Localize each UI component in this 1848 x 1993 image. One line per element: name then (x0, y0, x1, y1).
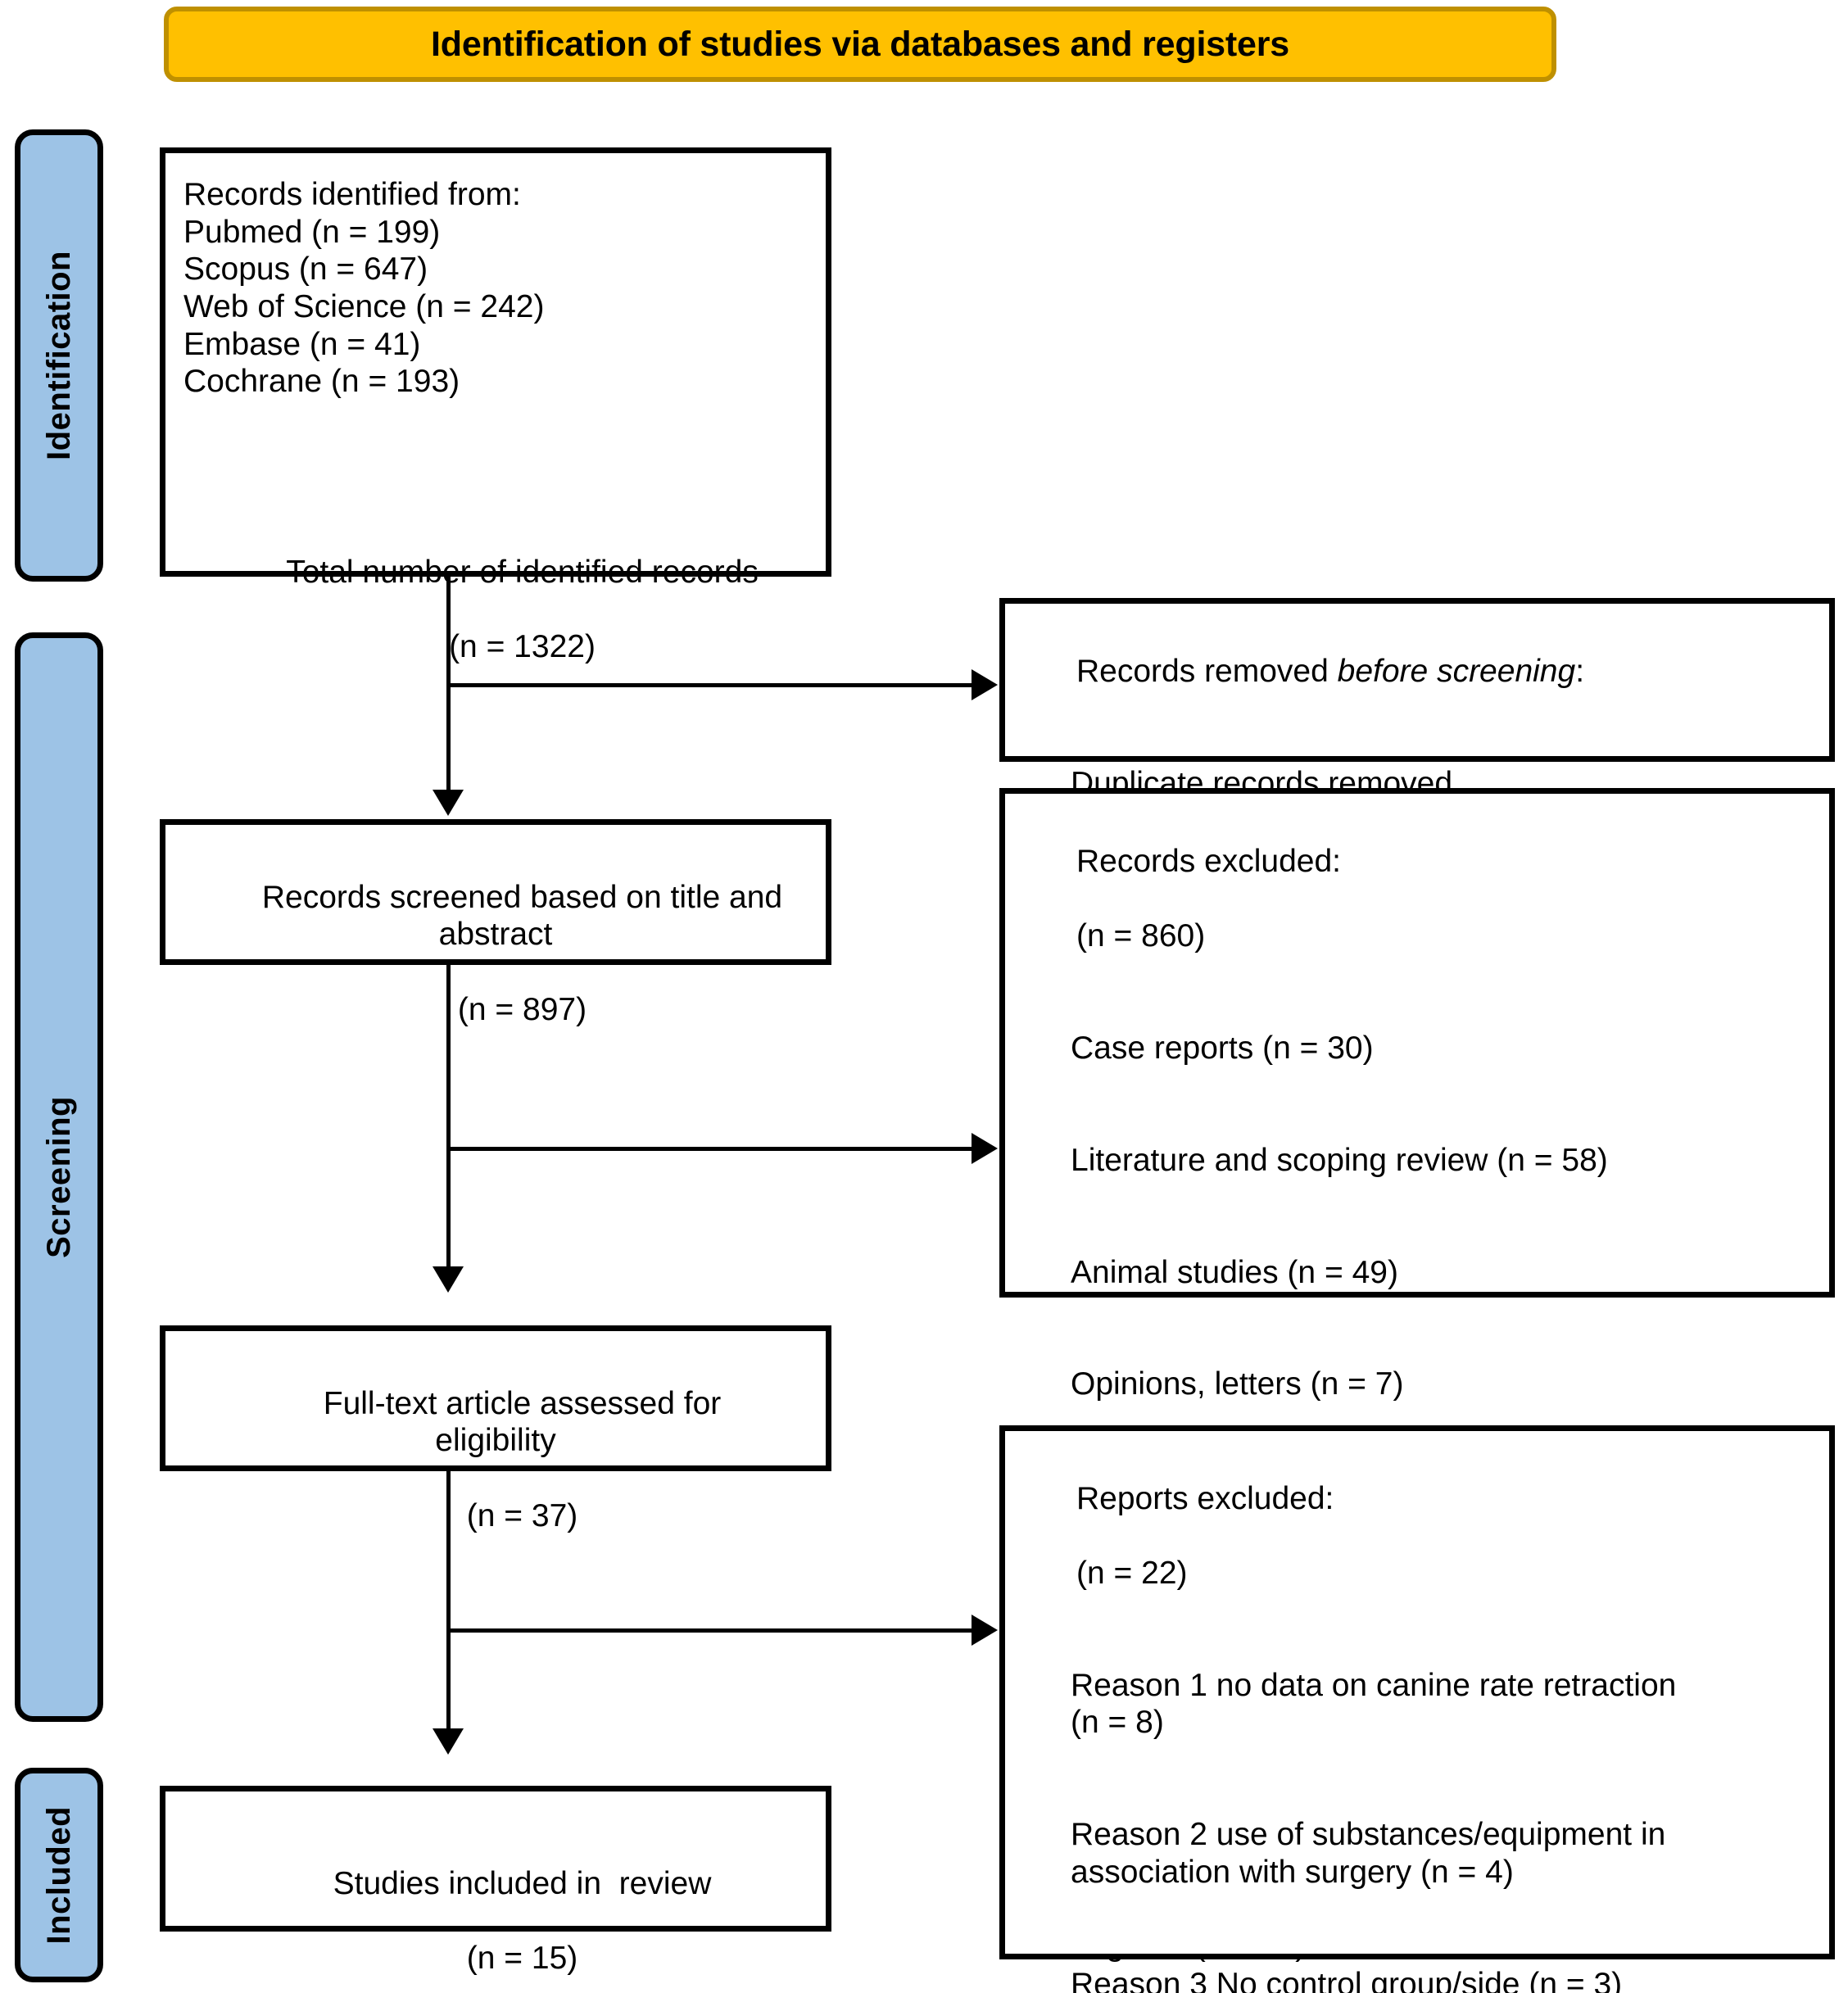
box-records-identified: Records identified from: Pubmed (n = 199… (160, 147, 831, 664)
records-excluded-reason: Opinions, letters (n = 7) (1071, 1366, 1404, 1402)
records-removed-heading-prefix: Records removed (1076, 653, 1338, 689)
connector-line-to-removed (446, 683, 975, 687)
reports-excluded-count: (n = 22) (1076, 1555, 1188, 1591)
fulltext-content: Full-text article assessed for eligibili… (183, 1343, 808, 1572)
records-excluded-reason: Case reports (n = 30) (1071, 1030, 1374, 1066)
records-excluded-heading: Records excluded: (1076, 843, 1342, 879)
records-identified-total-count: (n = 1322) (449, 628, 596, 664)
box-fulltext-assessed: Full-text article assessed for eligibili… (160, 1325, 831, 1533)
banner-title: Identification of studies via databases … (431, 24, 1289, 64)
box-reports-excluded: Reports excluded: (n = 22) Reason 1 no d… (999, 1425, 1835, 1993)
arrow-right-to-removed (972, 669, 998, 700)
records-identified-total: Total number of identified records (n = … (183, 401, 808, 703)
arrow-right-to-reports-excluded (972, 1615, 998, 1646)
arrow-down-to-included (433, 1728, 464, 1755)
reports-excluded-reason: Reason 3 No control group/side (n = 3) (1071, 1966, 1623, 1993)
stage-label-screening: Screening (40, 1096, 77, 1258)
arrow-down-to-fulltext (433, 1266, 464, 1293)
reports-excluded-reason: Reason 2 use of substances/equipment in … (1071, 1817, 1666, 1890)
records-screened-content: Records screened based on title and abst… (183, 836, 808, 1066)
records-identified-sources: Records identified from: Pubmed (n = 199… (183, 177, 545, 400)
reports-excluded-content: Reports excluded: (n = 22) Reason 1 no d… (1023, 1443, 1811, 1993)
stage-bar-screening: Screening (15, 632, 103, 1722)
stage-bar-included: Included (15, 1768, 103, 1982)
diagram-banner: Identification of studies via databases … (164, 7, 1556, 82)
records-screened-count: (n = 897) (457, 991, 587, 1027)
records-removed-heading-italic: before screening (1337, 653, 1576, 689)
records-excluded-count: (n = 860) (1076, 917, 1206, 953)
box-studies-included: Studies included in review (n = 15) (160, 1786, 831, 1976)
spacer (183, 487, 808, 516)
fulltext-label: Full-text article assessed for eligibili… (323, 1385, 722, 1459)
studies-included-count: (n = 15) (466, 1940, 578, 1976)
reports-excluded-heading: Reports excluded: (1076, 1480, 1334, 1516)
connector-line-screened-to-fulltext (446, 965, 451, 1270)
records-removed-heading-suffix: : (1575, 653, 1585, 689)
studies-included-content: Studies included in review (n = 15) (183, 1803, 808, 1993)
box-records-screened: Records screened based on title and abst… (160, 819, 831, 1027)
stage-bar-identification: Identification (15, 129, 103, 582)
reports-excluded-reason: Reason 1 no data on canine rate retracti… (1071, 1667, 1677, 1741)
records-identified-total-label: Total number of identified records (286, 554, 759, 590)
fulltext-count: (n = 37) (466, 1497, 578, 1533)
arrow-right-to-records-excluded (972, 1133, 998, 1164)
connector-line-fulltext-to-included (446, 1471, 451, 1732)
records-screened-label: Records screened based on title and abst… (261, 879, 783, 953)
connector-line-to-records-excluded (446, 1147, 975, 1151)
stage-label-identification: Identification (40, 251, 77, 460)
records-excluded-reason: Animal studies (n = 49) (1071, 1254, 1398, 1290)
studies-included-label: Studies included in review (333, 1865, 712, 1901)
box-records-excluded: Records excluded: (n = 860) Case reports… (999, 788, 1835, 1963)
stage-label-included: Included (40, 1805, 77, 1945)
box-records-removed: Records removed before screening: Duplic… (999, 598, 1835, 876)
records-excluded-reason: Literature and scoping review (n = 58) (1071, 1142, 1608, 1178)
arrow-down-to-screened (433, 790, 464, 816)
connector-line-to-reports-excluded (446, 1628, 975, 1633)
